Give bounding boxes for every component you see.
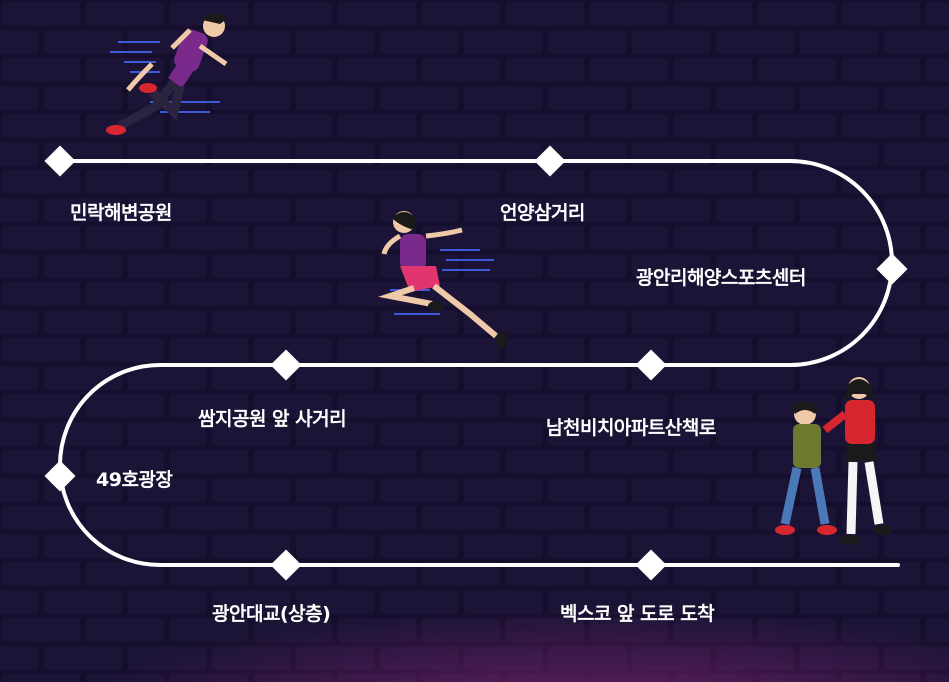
stop-marker-8 xyxy=(635,549,667,581)
stop-label-5: 쌈지공원 앞 사거리 xyxy=(198,408,347,430)
stop-label-3: 광안리해양스포츠센터 xyxy=(636,267,806,289)
stop-marker-4 xyxy=(635,349,667,381)
couple-finish-icon xyxy=(775,377,892,545)
stop-label-1: 민락해변공원 xyxy=(70,202,172,224)
stop-marker-3 xyxy=(876,253,908,285)
stop-marker-7 xyxy=(270,549,302,581)
runner-male-icon xyxy=(106,13,228,135)
bottom-glow xyxy=(0,592,949,682)
stop-marker-5 xyxy=(270,349,302,381)
stop-marker-6 xyxy=(44,460,76,492)
stop-label-4: 남천비치아파트산책로 xyxy=(546,417,716,439)
stop-label-8: 벡스코 앞 도로 도착 xyxy=(560,603,715,625)
stop-label-7: 광안대교(상층) xyxy=(212,603,331,625)
runner-female-icon xyxy=(378,211,508,348)
stop-label-2: 언양삼거리 xyxy=(500,202,585,224)
stop-label-6: 49호광장 xyxy=(96,469,173,491)
stop-marker-2 xyxy=(534,145,566,177)
stop-marker-1 xyxy=(44,145,76,177)
